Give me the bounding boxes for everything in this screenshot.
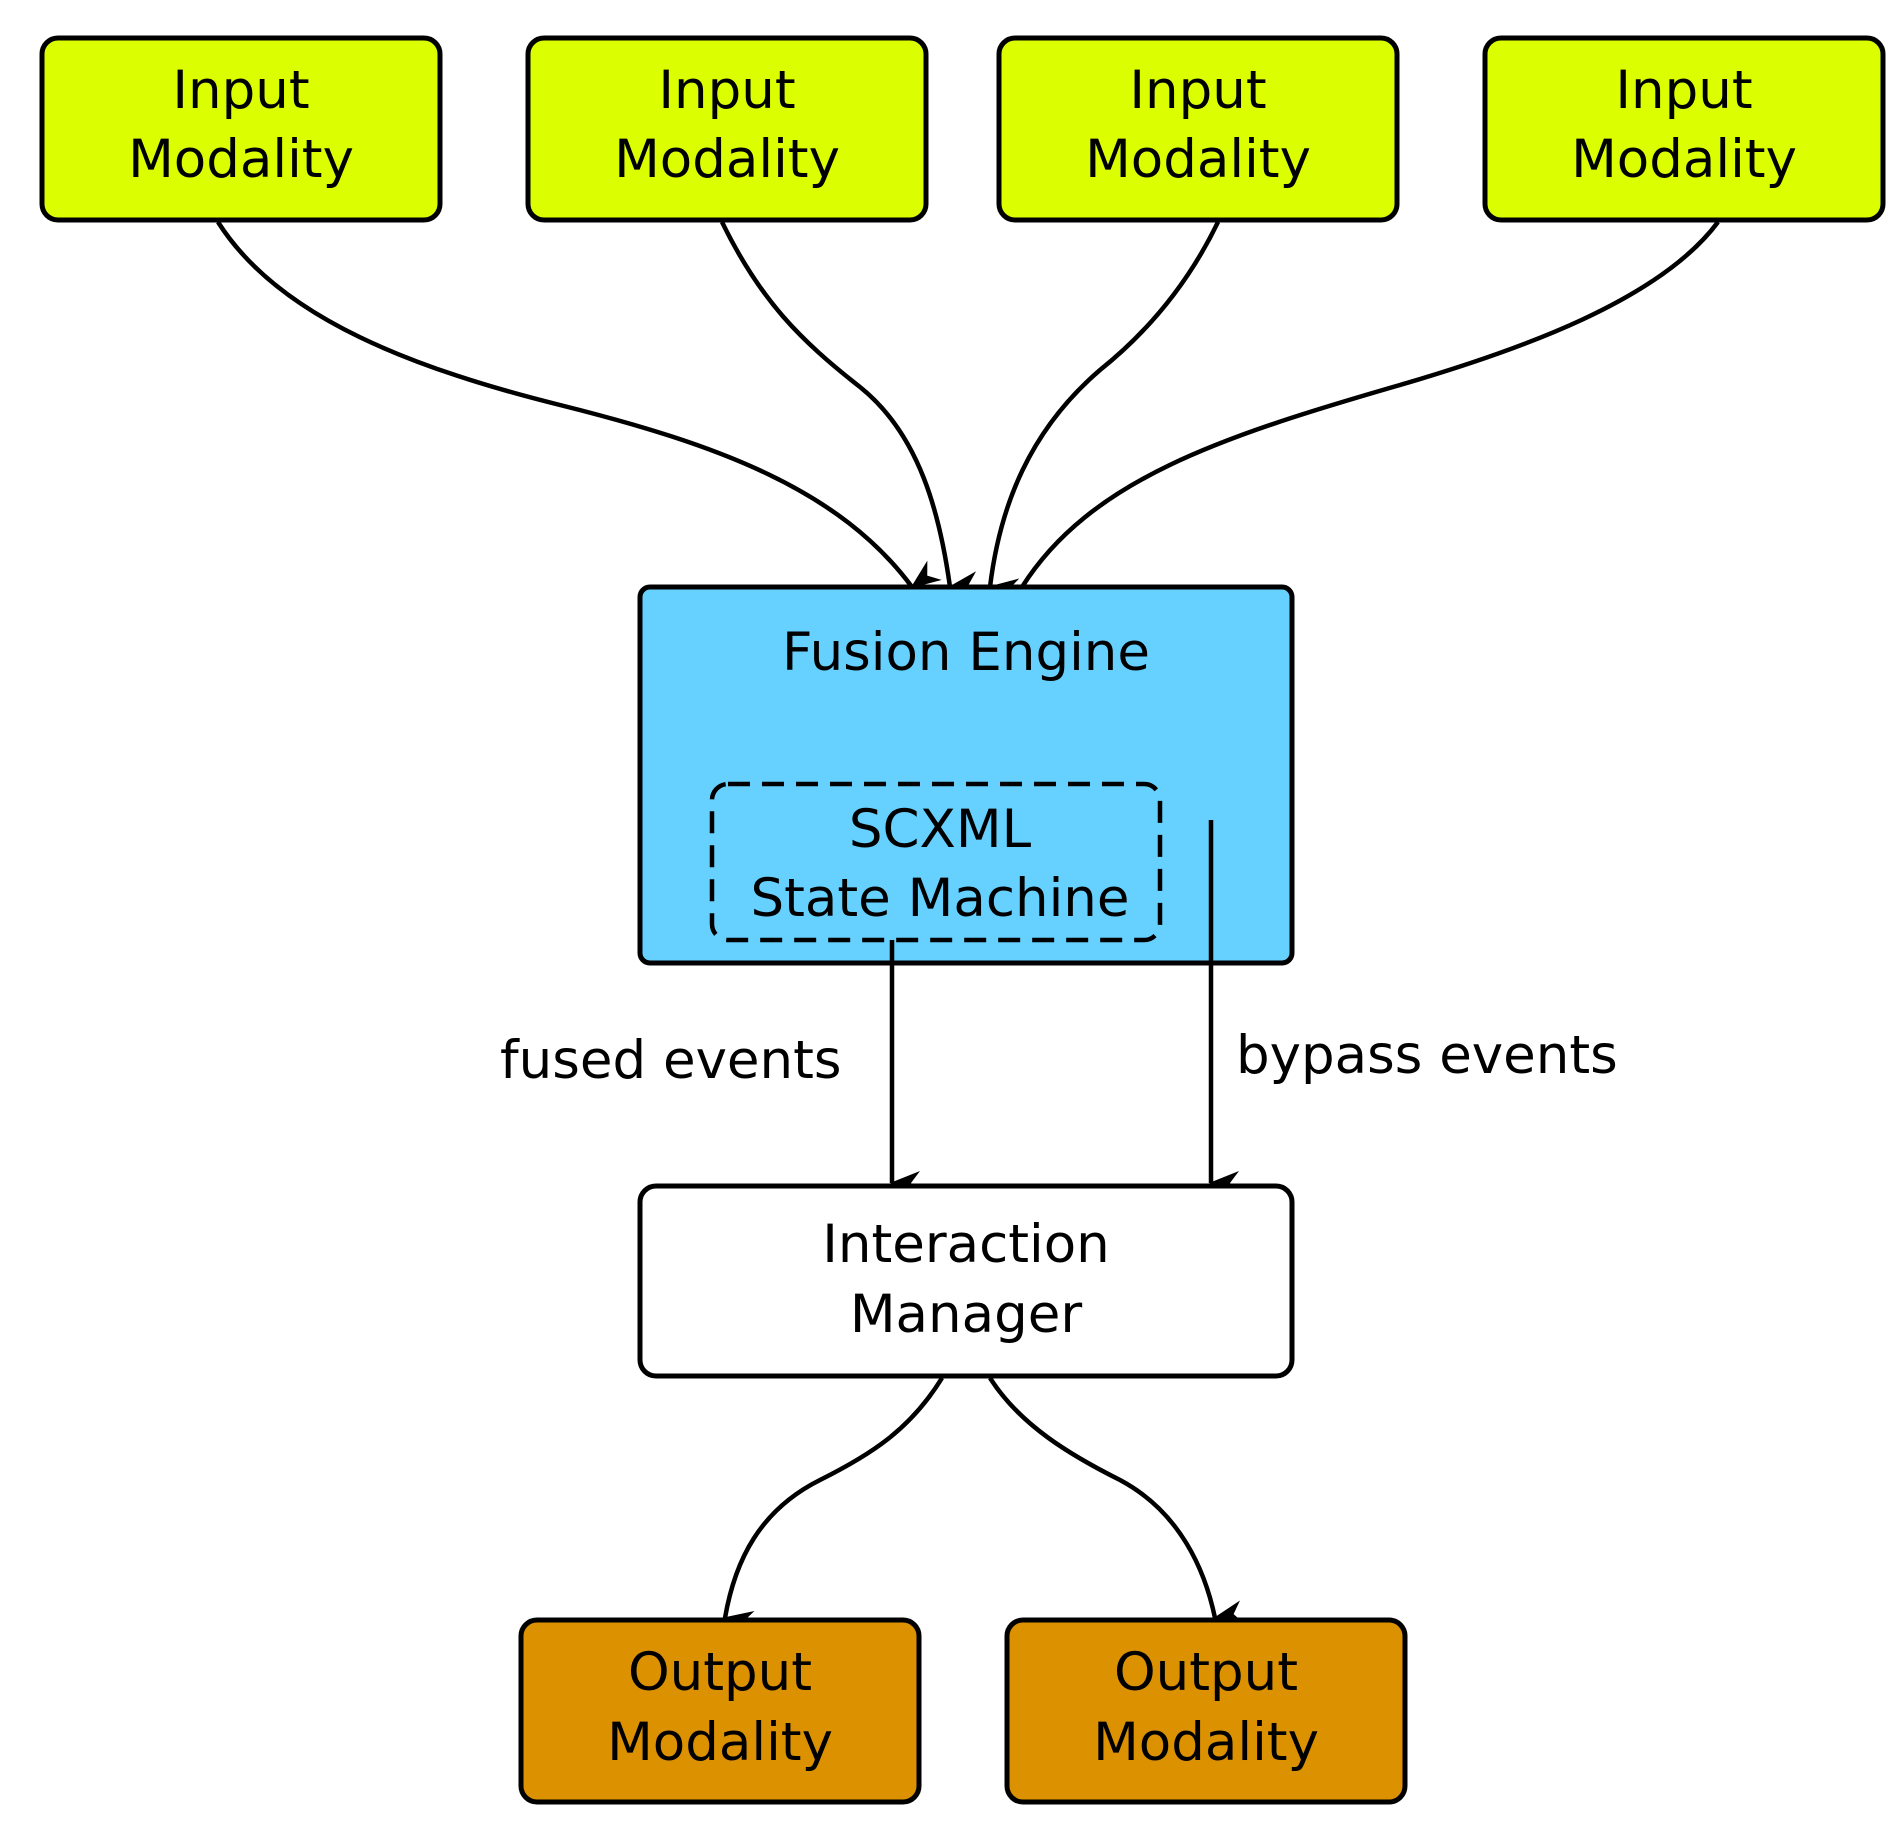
output-modality-2-line1: Output [1114,1642,1298,1703]
input-modality-3: Input Modality [996,35,1400,223]
fusion-engine-title: Fusion Engine [782,622,1150,683]
edge-input-1-to-fusion [216,220,942,589]
fusion-engine-box [637,584,1295,966]
fusion-engine: Fusion Engine SCXML State Machine [637,584,1295,966]
input-modality-3-line1: Input [1129,60,1266,121]
output-modality-1: Output Modality [518,1617,922,1805]
edge-input-3-to-fusion [987,221,1221,603]
state-machine-line2: State Machine [751,868,1130,929]
output-modality-2: Output Modality [1004,1617,1408,1805]
interaction-manager: Interaction Manager [637,1183,1295,1379]
edge-manager-to-output-1 [722,1376,944,1635]
state-machine-dashed-box [709,781,1163,943]
input-modality-2-box [525,35,929,223]
input-modality-1-box [39,35,443,223]
state-machine-line1: SCXML [849,799,1032,860]
input-modality-4-line1: Input [1615,60,1752,121]
fused-events-label: fused events [500,1030,842,1091]
edge-manager-to-output-2 [988,1376,1245,1625]
interaction-manager-line2: Manager [850,1284,1083,1345]
scxml-state-machine: SCXML State Machine [709,781,1163,943]
output-modality-1-line1: Output [628,1642,812,1703]
input-modality-1: Input Modality [39,35,443,223]
output-modality-2-box [1004,1617,1408,1805]
input-modality-4-line2: Modality [1571,129,1797,190]
output-modality-1-box [518,1617,922,1805]
interaction-manager-line1: Interaction [822,1214,1110,1275]
output-modality-1-line2: Modality [607,1712,833,1773]
bypass-events-label: bypass events [1236,1025,1618,1086]
edge-input-4-to-fusion [1020,220,1720,613]
input-modality-4: Input Modality [1482,35,1886,223]
edge-input-2-to-fusion [719,221,980,596]
input-modality-4-box [1482,35,1886,223]
input-modality-1-line1: Input [172,60,309,121]
input-modality-2: Input Modality [525,35,929,223]
input-modality-2-line1: Input [658,60,795,121]
input-modality-3-box [996,35,1400,223]
input-modality-3-line2: Modality [1085,129,1311,190]
input-modality-1-line2: Modality [128,129,354,190]
input-modality-2-line2: Modality [614,129,840,190]
output-modality-2-line2: Modality [1093,1712,1319,1773]
interaction-manager-box [637,1183,1295,1379]
